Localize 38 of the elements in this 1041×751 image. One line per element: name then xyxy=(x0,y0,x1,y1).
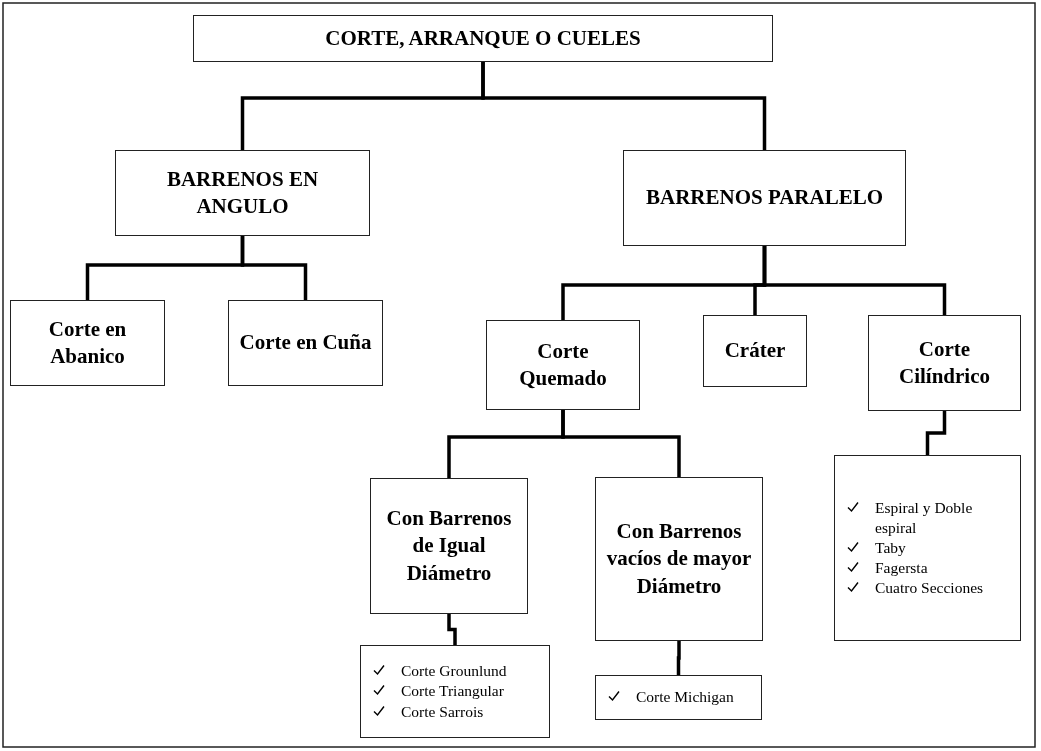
category-box xyxy=(115,150,370,236)
category-box xyxy=(10,300,165,386)
node-label: Cráter xyxy=(724,337,786,365)
list-item-text: Corte Sarrois xyxy=(401,701,484,722)
node-label: Con Barrenos vacíos de mayor Diámetro xyxy=(606,518,752,600)
list-box xyxy=(595,675,762,720)
connector-line xyxy=(481,62,767,150)
list-item-text: Corte Michigan xyxy=(636,687,734,708)
list-item-text: Cuatro Secciones xyxy=(875,578,985,599)
node-label: Corte en Abanico xyxy=(47,315,128,370)
node-label: Con Barrenos de Igual Diámetro xyxy=(385,505,513,587)
category-box xyxy=(868,315,1021,411)
connector-line xyxy=(925,411,947,455)
node-label: Corte Cilíndrico xyxy=(898,335,991,390)
category-box xyxy=(193,15,773,62)
list-item-text: Corte Grounlund xyxy=(401,661,507,682)
node-label: Corte Quemado xyxy=(518,337,608,392)
category-box xyxy=(623,150,906,246)
list-box xyxy=(360,645,550,738)
connector-line xyxy=(762,246,947,315)
list-box xyxy=(834,455,1021,641)
connector-line xyxy=(447,614,457,645)
list-item-text: Espiral y Doble espiral xyxy=(875,497,974,538)
node-label: BARRENOS PARALELO xyxy=(645,184,884,212)
node-label: Corte en Cuña xyxy=(239,329,372,357)
connector-line xyxy=(676,641,681,675)
category-box xyxy=(703,315,807,387)
connector-line xyxy=(240,236,308,300)
node-label: BARRENOS EN ANGULO xyxy=(165,165,320,220)
node-label: CORTE, ARRANQUE O CUELES xyxy=(325,24,641,52)
list-item-text: Corte Triangular xyxy=(401,681,504,702)
category-box xyxy=(595,477,763,641)
list-item-text: Fagersta xyxy=(875,558,929,579)
category-box xyxy=(228,300,383,386)
category-box xyxy=(370,478,528,614)
category-box xyxy=(486,320,640,410)
connector-line xyxy=(561,410,681,477)
list-item-text: Taby xyxy=(875,537,907,558)
